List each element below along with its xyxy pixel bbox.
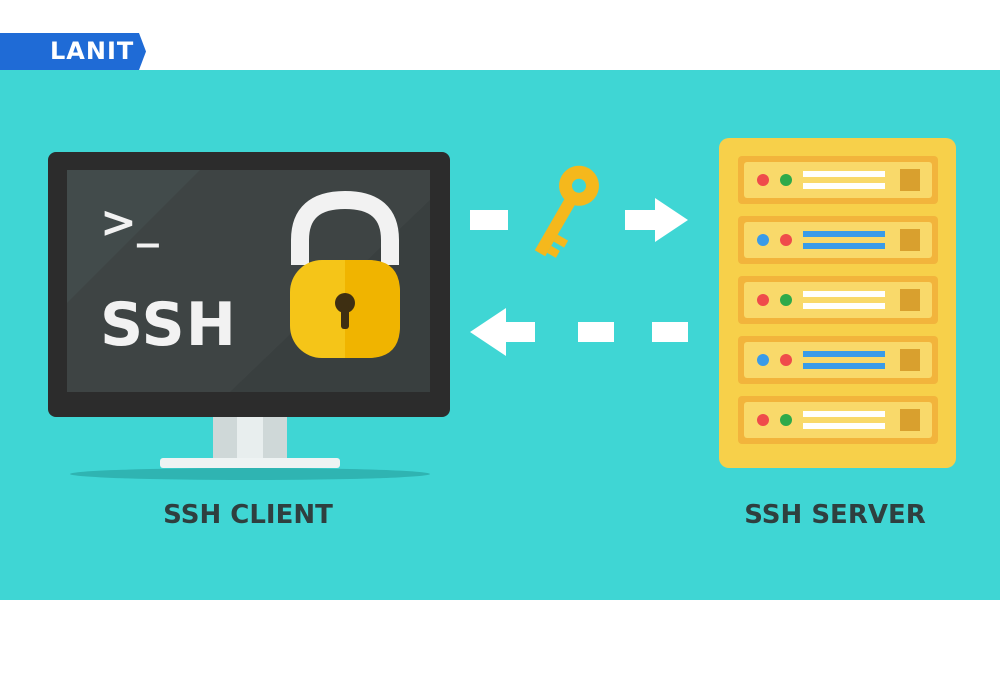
ssh-server-caption: SSH SERVER	[744, 500, 926, 530]
ssh-diagram: >_ SSH SSH CLIENT SSH SERVER	[0, 70, 1000, 600]
terminal-prompt: >_	[100, 197, 159, 248]
server-unit	[738, 336, 938, 384]
server-unit	[738, 276, 938, 324]
ssh-client-caption: SSH CLIENT	[163, 500, 333, 530]
screen-ssh-label: SSH	[100, 290, 237, 360]
padlock-icon	[290, 190, 400, 358]
diagram-graphics	[48, 138, 956, 480]
key-icon	[534, 165, 599, 258]
server-unit	[738, 216, 938, 264]
monitor-stand	[160, 415, 340, 468]
server-unit	[738, 156, 938, 204]
arrow-to-server	[470, 198, 688, 242]
arrow-to-client	[470, 308, 688, 356]
brand-name: LANIT	[50, 37, 135, 65]
monitor-shadow	[70, 468, 430, 480]
server-unit	[738, 396, 938, 444]
brand-logo: LANIT	[0, 33, 146, 70]
server-rack-icon	[719, 138, 956, 468]
